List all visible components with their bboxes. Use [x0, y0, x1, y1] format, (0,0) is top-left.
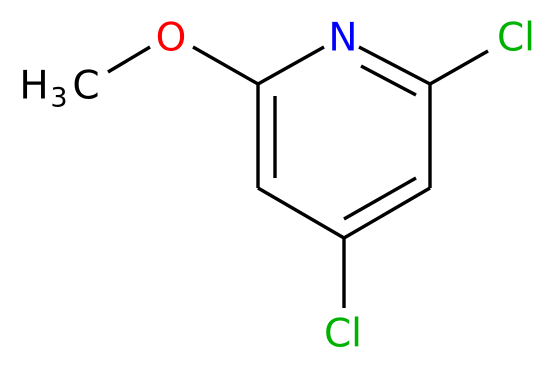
bond-n-c2-inner [360, 64, 417, 97]
chlorine-atom-label-bottom: Cl [324, 312, 362, 357]
bond-c3-c4-inner [343, 176, 417, 221]
methyl-carbon-label: C [72, 64, 99, 109]
bond-c4-c5 [257, 186, 345, 240]
bonds [107, 45, 489, 308]
bond-o-ch3 [107, 45, 151, 74]
oxygen-atom-label: O [156, 16, 187, 61]
bond-c6-o [192, 45, 259, 86]
nitrogen-atom-label: N [328, 16, 357, 61]
bond-n-c2 [358, 45, 431, 86]
methyl-hydrogen-label: H [19, 64, 48, 109]
atom-labels: N O Cl Cl H 3 C [19, 16, 535, 357]
methyl-subscript-label: 3 [50, 83, 67, 114]
chlorine-atom-label-top: Cl [497, 16, 535, 61]
methyl-group-label: H 3 C [19, 64, 99, 114]
bond-c2-cl [429, 49, 489, 86]
bond-c6-n [257, 45, 325, 86]
bond-c3-c4 [343, 186, 431, 240]
